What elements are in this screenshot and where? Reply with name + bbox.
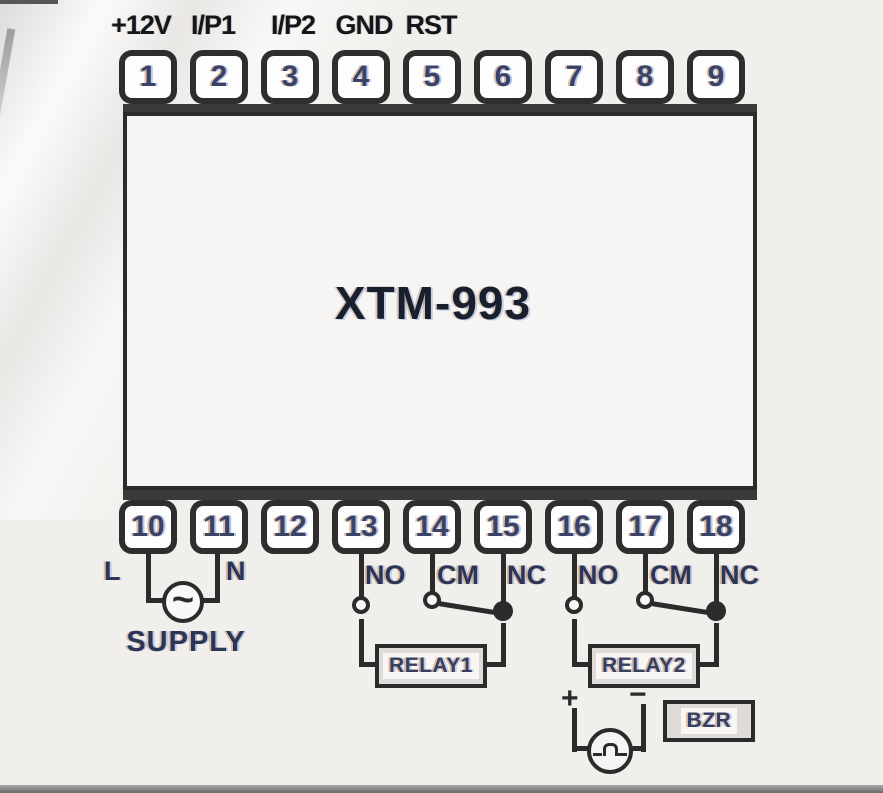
terminal-3: 3	[261, 50, 319, 104]
terminal-row-bottom: 10 11 12 13 14 15 16 17 18	[119, 500, 745, 554]
buzzer-wire-right-v	[641, 704, 646, 752]
pin-label-ip1: I/P1	[190, 10, 236, 40]
relay2-bracket-left-h	[574, 662, 590, 667]
pin-label-ip2: I/P2	[270, 10, 316, 40]
terminal-2: 2	[190, 50, 248, 104]
relay2-nc-wire	[714, 554, 719, 602]
device-body	[123, 112, 757, 490]
relay2-bracket-right-h	[700, 662, 716, 667]
relay1-cm-wire	[430, 554, 435, 593]
relay2-switch-arm	[650, 601, 709, 616]
relay1-nc-contact	[493, 601, 513, 621]
supply-wire-line	[146, 554, 151, 602]
relay1-nc-wire	[501, 554, 506, 602]
relay1-nc-label: NC	[507, 560, 546, 590]
terminal-12: 12	[261, 500, 319, 554]
relay1-switch-arm	[437, 601, 496, 616]
relay2-no-wire	[572, 554, 577, 598]
buzzer-box: BZR	[663, 700, 755, 742]
terminal-row-top: 1 2 3 4 5 6 7 8 9	[119, 50, 745, 104]
terminal-8: 8	[616, 50, 674, 104]
buzzer-plus-sign: +	[561, 682, 579, 715]
page-edge-artifact	[0, 0, 58, 4]
buzzer-wire-left-h	[574, 746, 590, 751]
pin-label-12v: +12V	[111, 10, 172, 40]
relay2-box: RELAY2	[588, 644, 700, 688]
terminal-1: 1	[119, 50, 177, 104]
relay2-cm-label: CM	[650, 560, 692, 590]
relay1-cm-contact	[423, 591, 441, 609]
relay2-nc-contact	[706, 601, 726, 621]
supply-line-label: L	[104, 556, 121, 586]
buzzer-pulse-base-left	[593, 753, 602, 756]
buzzer-minus-sign: −	[629, 678, 647, 711]
relay1-box: RELAY1	[375, 644, 487, 688]
relay1-bracket-right-v	[501, 623, 506, 667]
relay1-no-wire	[359, 554, 364, 598]
relay1-bracket-left-v	[359, 619, 364, 667]
terminal-17: 17	[616, 500, 674, 554]
terminal-5: 5	[403, 50, 461, 104]
relay1-cm-label: CM	[437, 560, 479, 590]
buzzer-wire-right-h	[630, 746, 643, 751]
terminal-6: 6	[474, 50, 532, 104]
page-bottom-bar	[0, 785, 883, 793]
relay2-bracket-left-v	[572, 619, 577, 667]
terminal-4: 4	[332, 50, 390, 104]
supply-wire-neutral-h	[201, 598, 220, 603]
terminal-14: 14	[403, 500, 461, 554]
relay1-bracket-right-h	[487, 662, 503, 667]
relay2-no-label: NO	[578, 560, 619, 590]
buzzer-pulse-glyph	[603, 743, 618, 756]
pin-label-gnd: GND	[335, 10, 394, 40]
buzzer-wire-left-v	[572, 708, 577, 752]
supply-label: SUPPLY	[126, 626, 246, 658]
relay2-cm-wire	[643, 554, 648, 593]
supply-wire-neutral	[215, 554, 220, 602]
page-edge-artifact	[0, 28, 16, 158]
relay1-no-contact	[352, 596, 370, 614]
buzzer-pulse-base-right	[618, 753, 627, 756]
relay1-no-label: NO	[365, 560, 406, 590]
relay2-no-contact	[565, 596, 583, 614]
supply-wire-line-h	[146, 598, 166, 603]
relay2-bracket-right-v	[714, 623, 719, 667]
terminal-11: 11	[190, 500, 248, 554]
relay1-label: RELAY1	[383, 653, 479, 679]
terminal-15: 15	[474, 500, 532, 554]
terminal-10: 10	[119, 500, 177, 554]
relay2-label: RELAY2	[596, 653, 692, 679]
supply-neutral-label: N	[226, 556, 246, 586]
pin-label-rst: RST	[405, 10, 458, 40]
terminal-13: 13	[332, 500, 390, 554]
buzzer-symbol	[587, 728, 633, 774]
terminal-9: 9	[687, 50, 745, 104]
terminal-rail-bottom	[123, 487, 757, 500]
terminal-7: 7	[545, 50, 603, 104]
ac-source-symbol: ~	[162, 581, 204, 623]
relay1-bracket-left-h	[361, 662, 377, 667]
relay2-cm-contact	[636, 591, 654, 609]
terminal-16: 16	[545, 500, 603, 554]
device-model-label: XTM-993	[334, 277, 532, 329]
relay2-nc-label: NC	[720, 560, 759, 590]
buzzer-label: BZR	[680, 708, 738, 734]
terminal-18: 18	[687, 500, 745, 554]
